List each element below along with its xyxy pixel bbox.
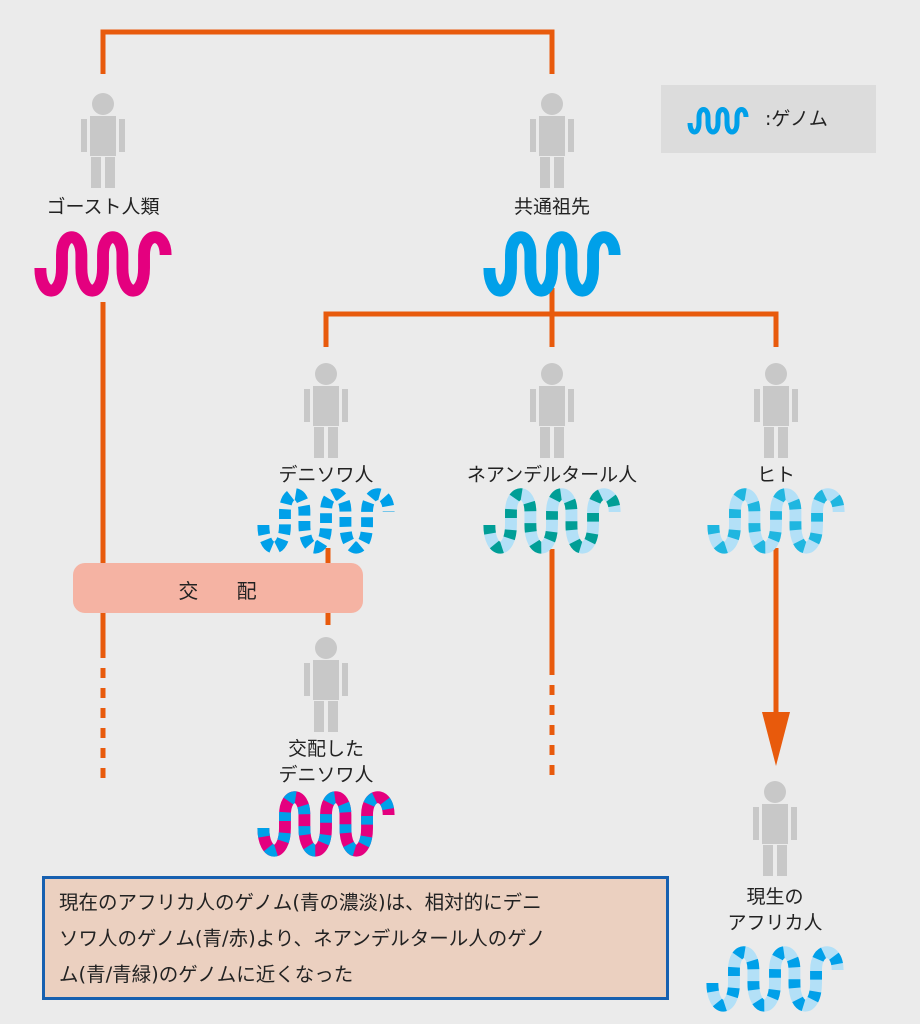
human-genome-icon — [713, 494, 838, 547]
modern-african-genome-icon — [712, 952, 837, 1005]
ancestor-genome-icon — [489, 237, 614, 290]
modern-african-label: 現生の アフリカ人 — [727, 884, 822, 936]
modern-african-label-line1: 現生の — [746, 886, 804, 908]
explanation-note: 現在のアフリカ人のゲノム(青の濃淡)は、相対的にデニ ソワ人のゲノム(青/赤)よ… — [42, 876, 669, 1000]
ghost-ancestor-bracket — [100, 29, 555, 74]
neanderthal-genome-icon — [489, 494, 614, 547]
legend-text: :ゲノム — [765, 108, 828, 130]
ghost-label: ゴースト人類 — [46, 196, 160, 218]
admixed-denisovan-genome-icon — [263, 797, 388, 850]
arrow-head-icon — [762, 712, 790, 766]
human-figure-icon — [754, 363, 798, 458]
genome-wave-icon — [683, 105, 753, 135]
denisovan-genome-icon — [263, 494, 388, 547]
children-bracket — [323, 311, 779, 347]
denisovan-label: デニソワ人 — [278, 464, 374, 486]
ghost-genome-icon — [40, 237, 165, 290]
admixed-denisovan-label-line2: デニソワ人 — [278, 764, 374, 786]
human-label: ヒト — [756, 464, 796, 486]
ghost-figure-icon — [81, 93, 125, 188]
neanderthal-label: ネアンデルタール人 — [466, 464, 638, 486]
neanderthal-figure-icon — [530, 363, 574, 458]
people-figures — [81, 93, 798, 876]
legend: :ゲノム — [661, 85, 876, 153]
ancestor-label: 共通祖先 — [513, 196, 591, 218]
mating-label: 交 配 — [178, 579, 258, 603]
admixed-denisovan-label-line1: 交配した — [287, 738, 365, 760]
denisovan-figure-icon — [304, 363, 348, 458]
ancestor-figure-icon — [530, 93, 574, 188]
admixed-denisovan-label: 交配した デニソワ人 — [278, 736, 373, 788]
explanation-text: 現在のアフリカ人のゲノム(青の濃淡)は、相対的にデニ ソワ人のゲノム(青/赤)よ… — [59, 891, 546, 986]
modern-african-label-line2: アフリカ人 — [727, 912, 823, 934]
admixed-denisovan-figure-icon — [304, 637, 348, 732]
mating-box: 交 配 — [73, 563, 363, 613]
modern-african-figure-icon — [753, 781, 797, 876]
